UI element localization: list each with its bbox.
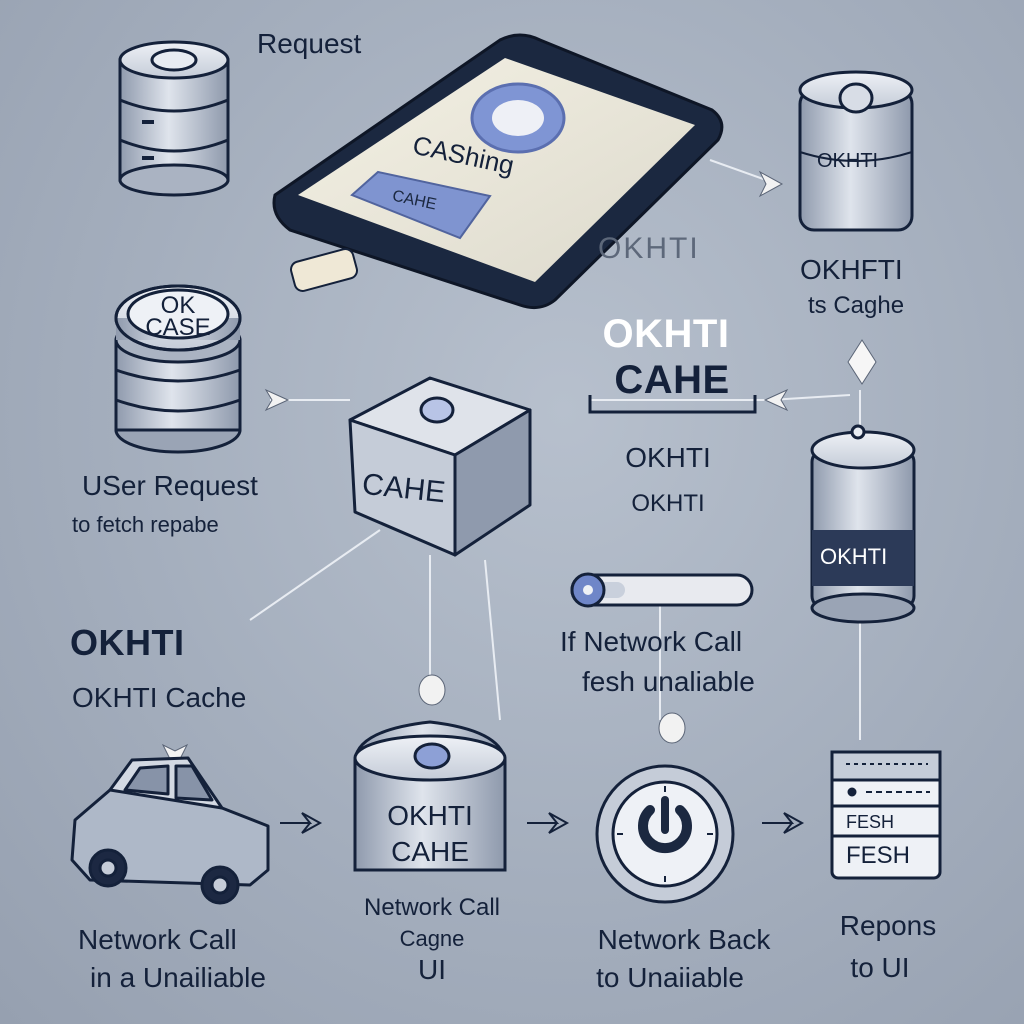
database-icon	[353, 720, 507, 872]
user-request-1: USer Request	[82, 470, 258, 501]
caption-cylinder-1: Network Call	[363, 894, 501, 921]
caption-server-1: Repons	[839, 910, 937, 941]
caption-car-2: in a Unailiable	[90, 962, 266, 993]
right-top-caption-2: ts Caghe	[808, 292, 905, 319]
caption-dial-1: Network Back	[597, 924, 771, 955]
arrow-left-icon	[763, 388, 789, 412]
cube-icon	[348, 376, 532, 557]
caption-server-2: to UI	[850, 952, 910, 983]
if-network-1: If Network Call	[560, 626, 743, 657]
okhti-left-1: OKHTI	[70, 622, 185, 663]
diamond-icon	[847, 339, 877, 385]
dial-icon	[595, 764, 735, 904]
arrow-heads	[161, 170, 877, 834]
server-label-1: FESH	[846, 812, 895, 832]
right-top-cylinder-label: OKHTI	[817, 150, 879, 172]
center-title-1: OKHTI	[602, 312, 730, 356]
toggle-icon	[570, 572, 754, 608]
car-icon	[70, 756, 270, 905]
center-sub-2: OKHTI	[631, 490, 705, 517]
bottom-cylinder-label-2: CAHE	[391, 836, 469, 867]
phone-icon	[272, 33, 724, 310]
database-icon	[810, 424, 916, 624]
server-icon	[830, 750, 942, 880]
bracket	[588, 395, 757, 414]
arrow-right-icon	[762, 812, 805, 834]
center-sub-1: OKHTI	[625, 442, 711, 473]
database-icon	[114, 284, 242, 454]
caption-cylinder-3: UI	[418, 954, 446, 985]
right-cylinder-label: OKHTI	[820, 544, 888, 569]
right-top-caption-1: OKHFTI	[800, 254, 903, 285]
faded-label: OKHTI	[598, 232, 700, 265]
server-label-2: FESH	[846, 842, 911, 869]
arrow-right-icon	[527, 812, 570, 834]
arrow-right-icon	[758, 170, 784, 198]
left-stack-label: OK CASE	[145, 292, 211, 341]
bottom-cylinder-label-1: OKHTI	[387, 800, 473, 831]
arrow-right-icon	[280, 812, 323, 834]
caption-cylinder-2: Cagne	[399, 926, 465, 951]
caption-car-1: Network Call	[78, 924, 237, 955]
database-icon	[118, 40, 230, 197]
user-request-2: to fetch repabe	[72, 512, 219, 537]
request-label: Request	[257, 28, 362, 59]
database-icon	[798, 70, 914, 232]
drop-icon	[658, 712, 686, 744]
caption-dial-2: to Unaiiable	[596, 962, 744, 993]
arrow-left-icon	[264, 388, 290, 412]
connector-lines	[249, 159, 861, 740]
drop-icon	[418, 674, 446, 706]
center-title-2: CAHE	[614, 358, 730, 402]
okhti-left-2: OKHTI Cache	[72, 682, 247, 713]
if-network-2: fesh unaliable	[582, 666, 755, 697]
